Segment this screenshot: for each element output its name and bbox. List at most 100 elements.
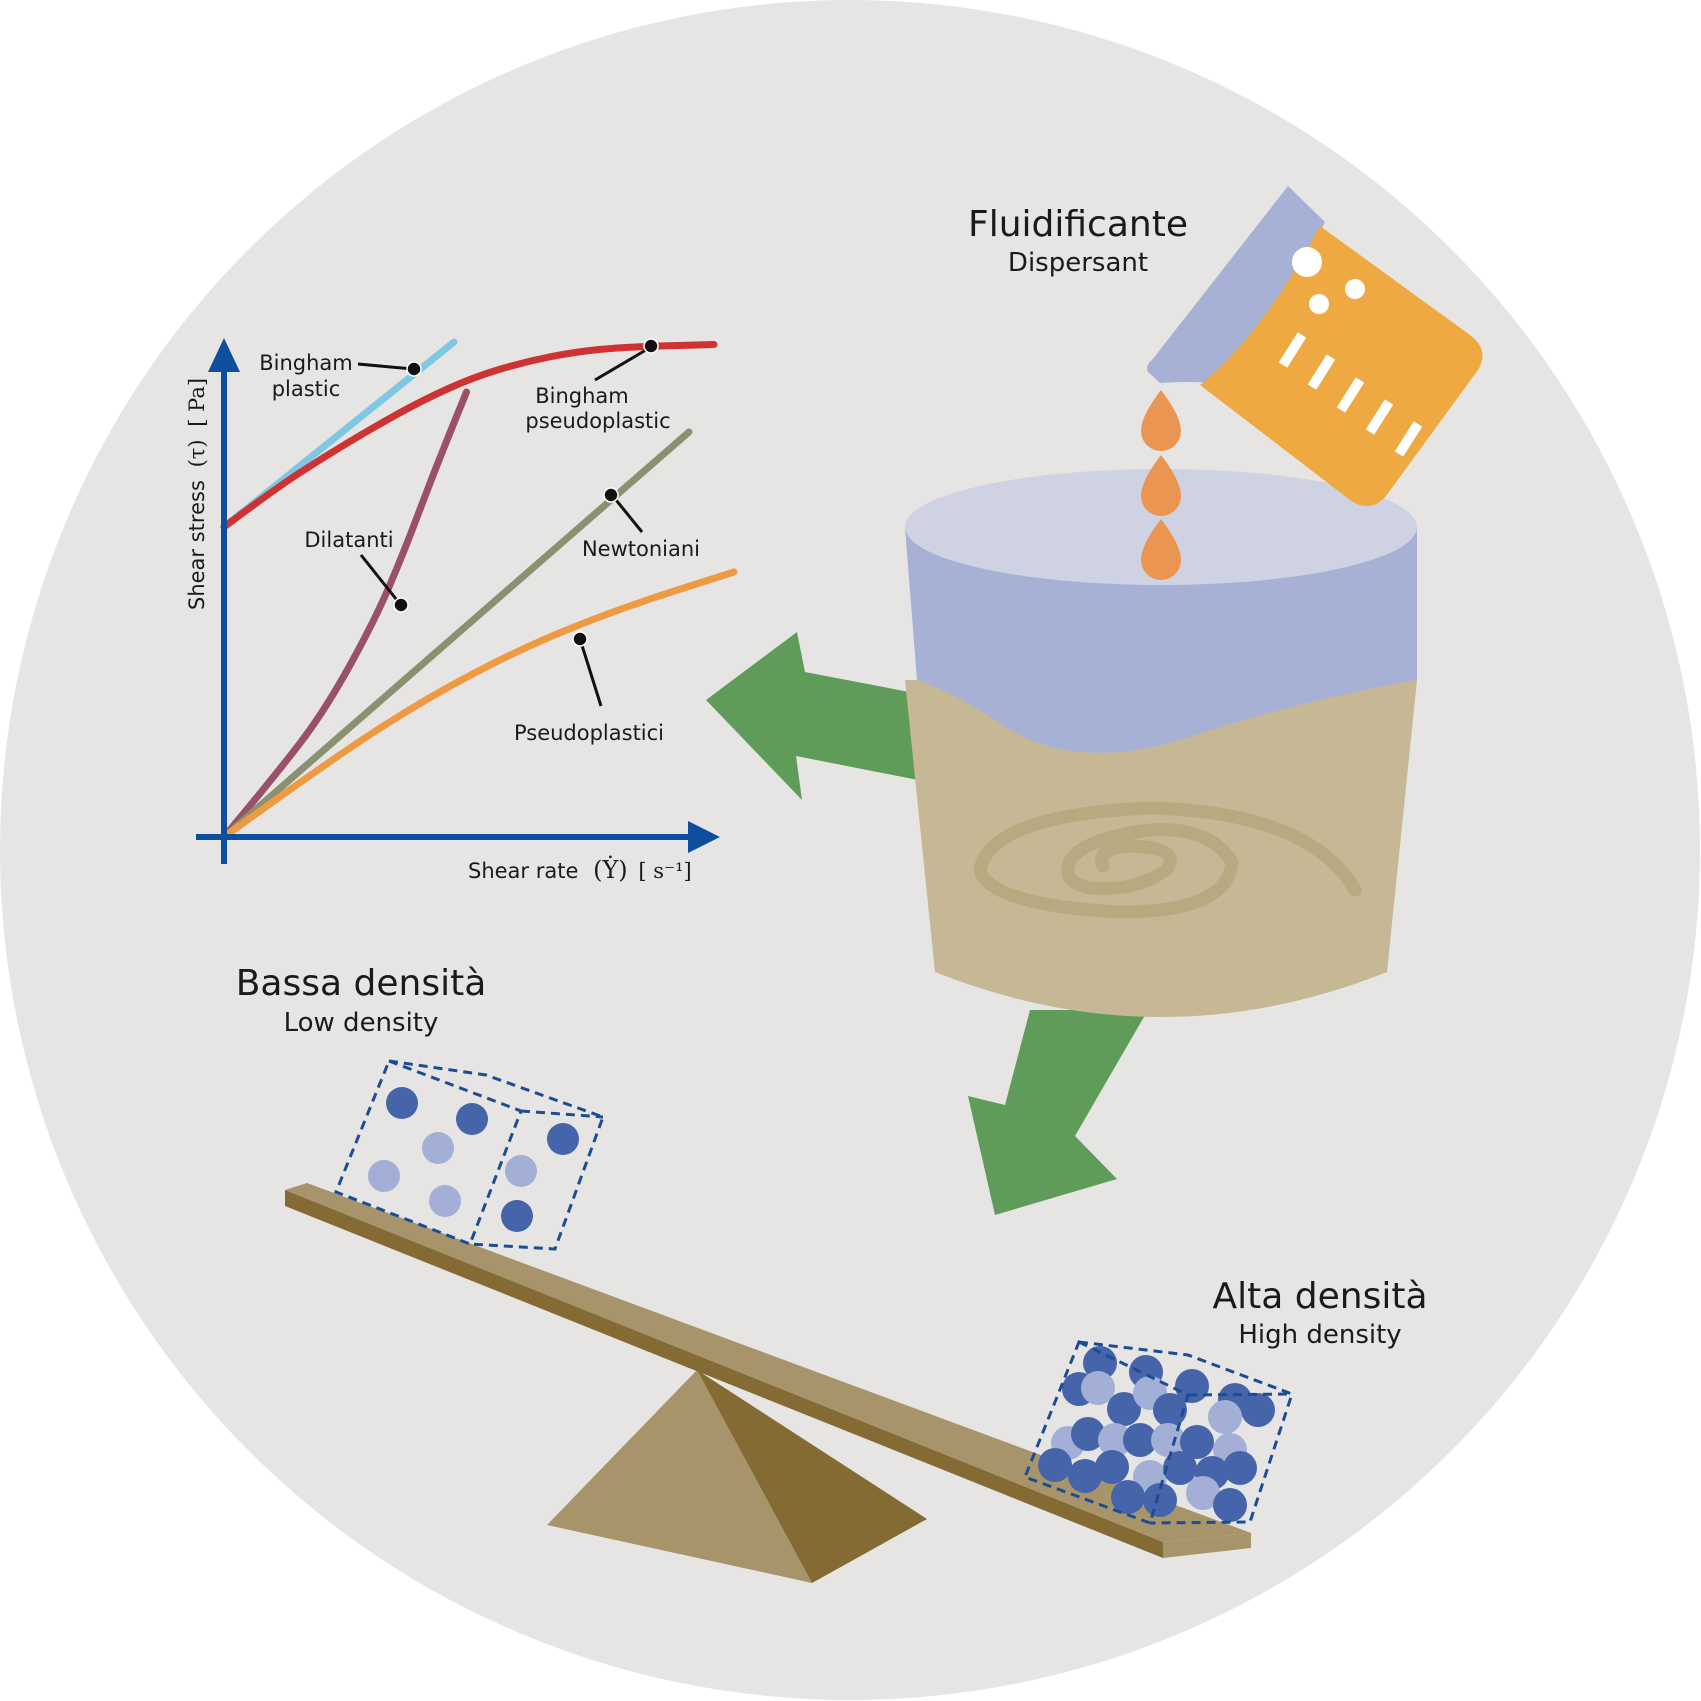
- particle: [1153, 1393, 1187, 1427]
- particle: [1208, 1400, 1242, 1434]
- y-axis-arrowhead: [208, 338, 240, 372]
- cube-edge: [1187, 1392, 1293, 1397]
- cube-face: [1023, 1339, 1190, 1525]
- series-line-pseudoplastici: [220, 568, 738, 841]
- beaker-graduation: [1336, 377, 1365, 413]
- y-axis-unit: [ Pa]: [185, 378, 209, 427]
- particle: [1081, 1371, 1115, 1405]
- seesaw-plank-front: [285, 1190, 1163, 1558]
- label-bingham-plastic-2: plastic: [272, 377, 341, 401]
- label-newtoniani: Newtoniani: [582, 537, 700, 561]
- x-axis-arrowhead: [688, 821, 720, 853]
- particle: [1151, 1423, 1185, 1457]
- marker-bingham-pseudoplastic: [643, 338, 659, 354]
- y-axis-label: Shear stress: [185, 480, 209, 610]
- particle: [1175, 1369, 1209, 1403]
- marker-newtoniani: [603, 487, 619, 503]
- particle: [1083, 1346, 1117, 1380]
- particle: [1107, 1392, 1141, 1426]
- swirl-icon: [973, 801, 1362, 919]
- label-leaders: [357, 338, 659, 707]
- dispersant-title-it: Fluidificante: [968, 204, 1188, 245]
- label-bingham-plastic-1: Bingham: [259, 351, 353, 375]
- beaker-icon: [1147, 186, 1483, 507]
- beaker-bubble: [1292, 247, 1322, 277]
- beaker-graduations: [1278, 332, 1423, 457]
- beaker-graduation: [1278, 332, 1307, 368]
- particle: [1213, 1488, 1247, 1522]
- low-density-title-en: Low density: [284, 1008, 439, 1038]
- seesaw: [285, 1183, 1251, 1583]
- seesaw-fulcrum-right: [697, 1370, 927, 1583]
- particle: [456, 1103, 488, 1135]
- particle: [1111, 1480, 1145, 1514]
- particle: [1071, 1417, 1105, 1451]
- particle: [1241, 1393, 1275, 1427]
- beaker-graduation: [1394, 421, 1423, 457]
- particle: [368, 1160, 400, 1192]
- y-axis-symbol: (τ): [185, 439, 209, 467]
- beaker-blue-part: [1147, 186, 1325, 386]
- particle: [1123, 1423, 1157, 1457]
- high-density-particles: [1038, 1346, 1275, 1522]
- particle: [429, 1185, 461, 1217]
- high-density-title-it: Alta densità: [1213, 1276, 1428, 1317]
- x-axis-symbol: (Ẏ): [593, 855, 628, 884]
- rheology-chart: Bingham plastic Bingham pseudoplastic Di…: [185, 338, 738, 884]
- particle: [1038, 1448, 1072, 1482]
- particle: [1143, 1483, 1177, 1517]
- label-pseudoplastici: Pseudoplastici: [514, 721, 664, 745]
- cube-edge: [520, 1109, 604, 1119]
- series-line-bingham-pseudoplastic: [220, 341, 718, 531]
- mixing-cup: [905, 469, 1417, 1017]
- cube-edge: [388, 1059, 605, 1251]
- particle: [422, 1132, 454, 1164]
- particle: [1180, 1425, 1214, 1459]
- marker-dilatanti: [393, 597, 409, 613]
- particle: [1095, 1450, 1129, 1484]
- label-bingham-pseudoplastic-1: Bingham: [535, 384, 629, 408]
- particle: [1223, 1451, 1257, 1485]
- particle: [1163, 1451, 1197, 1485]
- x-axis-title: Shear rate (Ẏ) [ s⁻¹]: [468, 855, 692, 884]
- low-density-title-it: Bassa densità: [236, 963, 487, 1004]
- low-density-cube: [334, 1059, 605, 1251]
- beaker-bubble: [1309, 294, 1329, 314]
- marker-pseudoplastici: [572, 631, 588, 647]
- seesaw-fulcrum-left: [547, 1370, 812, 1583]
- x-axis-label: Shear rate: [468, 859, 578, 883]
- low-density-cube-outline: [334, 1059, 605, 1251]
- marker-bingham-plastic: [406, 361, 422, 377]
- leader-dilatanti: [359, 554, 402, 605]
- drop-icon: [1141, 519, 1181, 580]
- arrow-to-chart: [706, 632, 925, 800]
- leader-newtoniani: [610, 494, 644, 533]
- particle: [1068, 1459, 1102, 1493]
- label-bingham-pseudoplastic-2: pseudoplastic: [525, 409, 670, 433]
- dispersant-drops: [1141, 390, 1181, 580]
- arrow-to-seesaw: [968, 1010, 1148, 1215]
- label-dilatanti: Dilatanti: [304, 528, 393, 552]
- particle: [547, 1123, 579, 1155]
- beaker-bubble: [1345, 279, 1365, 299]
- particle: [1186, 1476, 1220, 1510]
- high-density-cube: [1023, 1339, 1294, 1525]
- leader-pseudoplastici: [578, 638, 603, 707]
- drop-icon: [1141, 455, 1181, 516]
- series-line-dilatanti: [220, 388, 470, 841]
- seesaw-plank-end: [1163, 1533, 1251, 1558]
- x-axis-unit: [ s⁻¹]: [638, 859, 691, 883]
- particle: [1098, 1423, 1132, 1457]
- seesaw-plank-top: [285, 1183, 1251, 1542]
- cup-liquid-blue: [905, 528, 1417, 753]
- cube-face: [334, 1059, 523, 1246]
- y-axis-title: Shear stress (τ) [ Pa]: [185, 378, 209, 610]
- high-density-title-en: High density: [1238, 1320, 1401, 1350]
- leader-bingham-pseudoplastic: [594, 345, 652, 382]
- particle: [505, 1155, 537, 1187]
- high-density-cube-outline: [1023, 1339, 1294, 1525]
- beaker-graduation: [1365, 399, 1394, 435]
- drop-icon: [1141, 390, 1181, 451]
